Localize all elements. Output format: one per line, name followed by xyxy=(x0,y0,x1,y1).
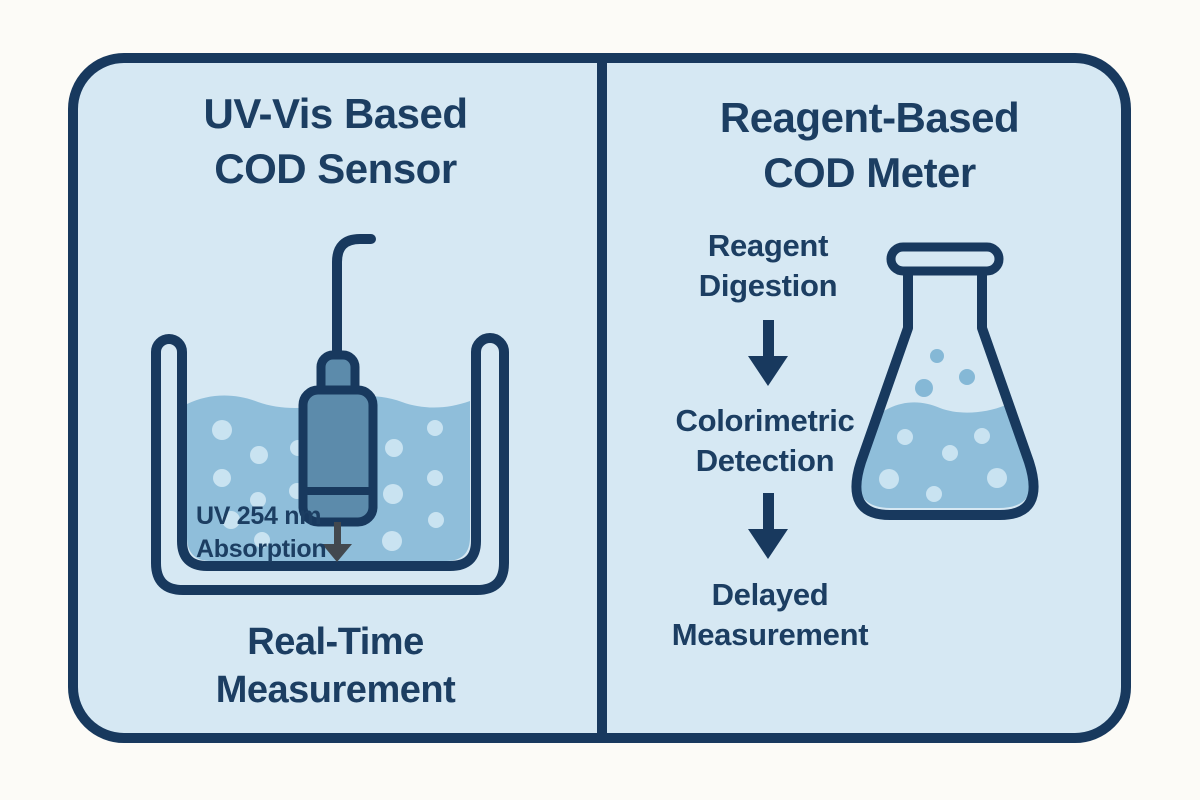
left-panel-title: UV-Vis Based COD Sensor xyxy=(203,90,468,192)
step-delayed-measurement: Delayed Measurement xyxy=(671,577,869,652)
step-colorimetric-detection: Colorimetric Detection xyxy=(675,403,855,478)
right-panel-title: Reagent-Based COD Meter xyxy=(719,94,1020,196)
uv-absorption-label: UV 254 nm Absorption xyxy=(196,502,327,563)
real-time-measurement-label: Real-Time Measurement xyxy=(215,621,456,711)
step-reagent-digestion: Reagent Digestion xyxy=(698,228,838,303)
panel-divider xyxy=(597,58,607,738)
